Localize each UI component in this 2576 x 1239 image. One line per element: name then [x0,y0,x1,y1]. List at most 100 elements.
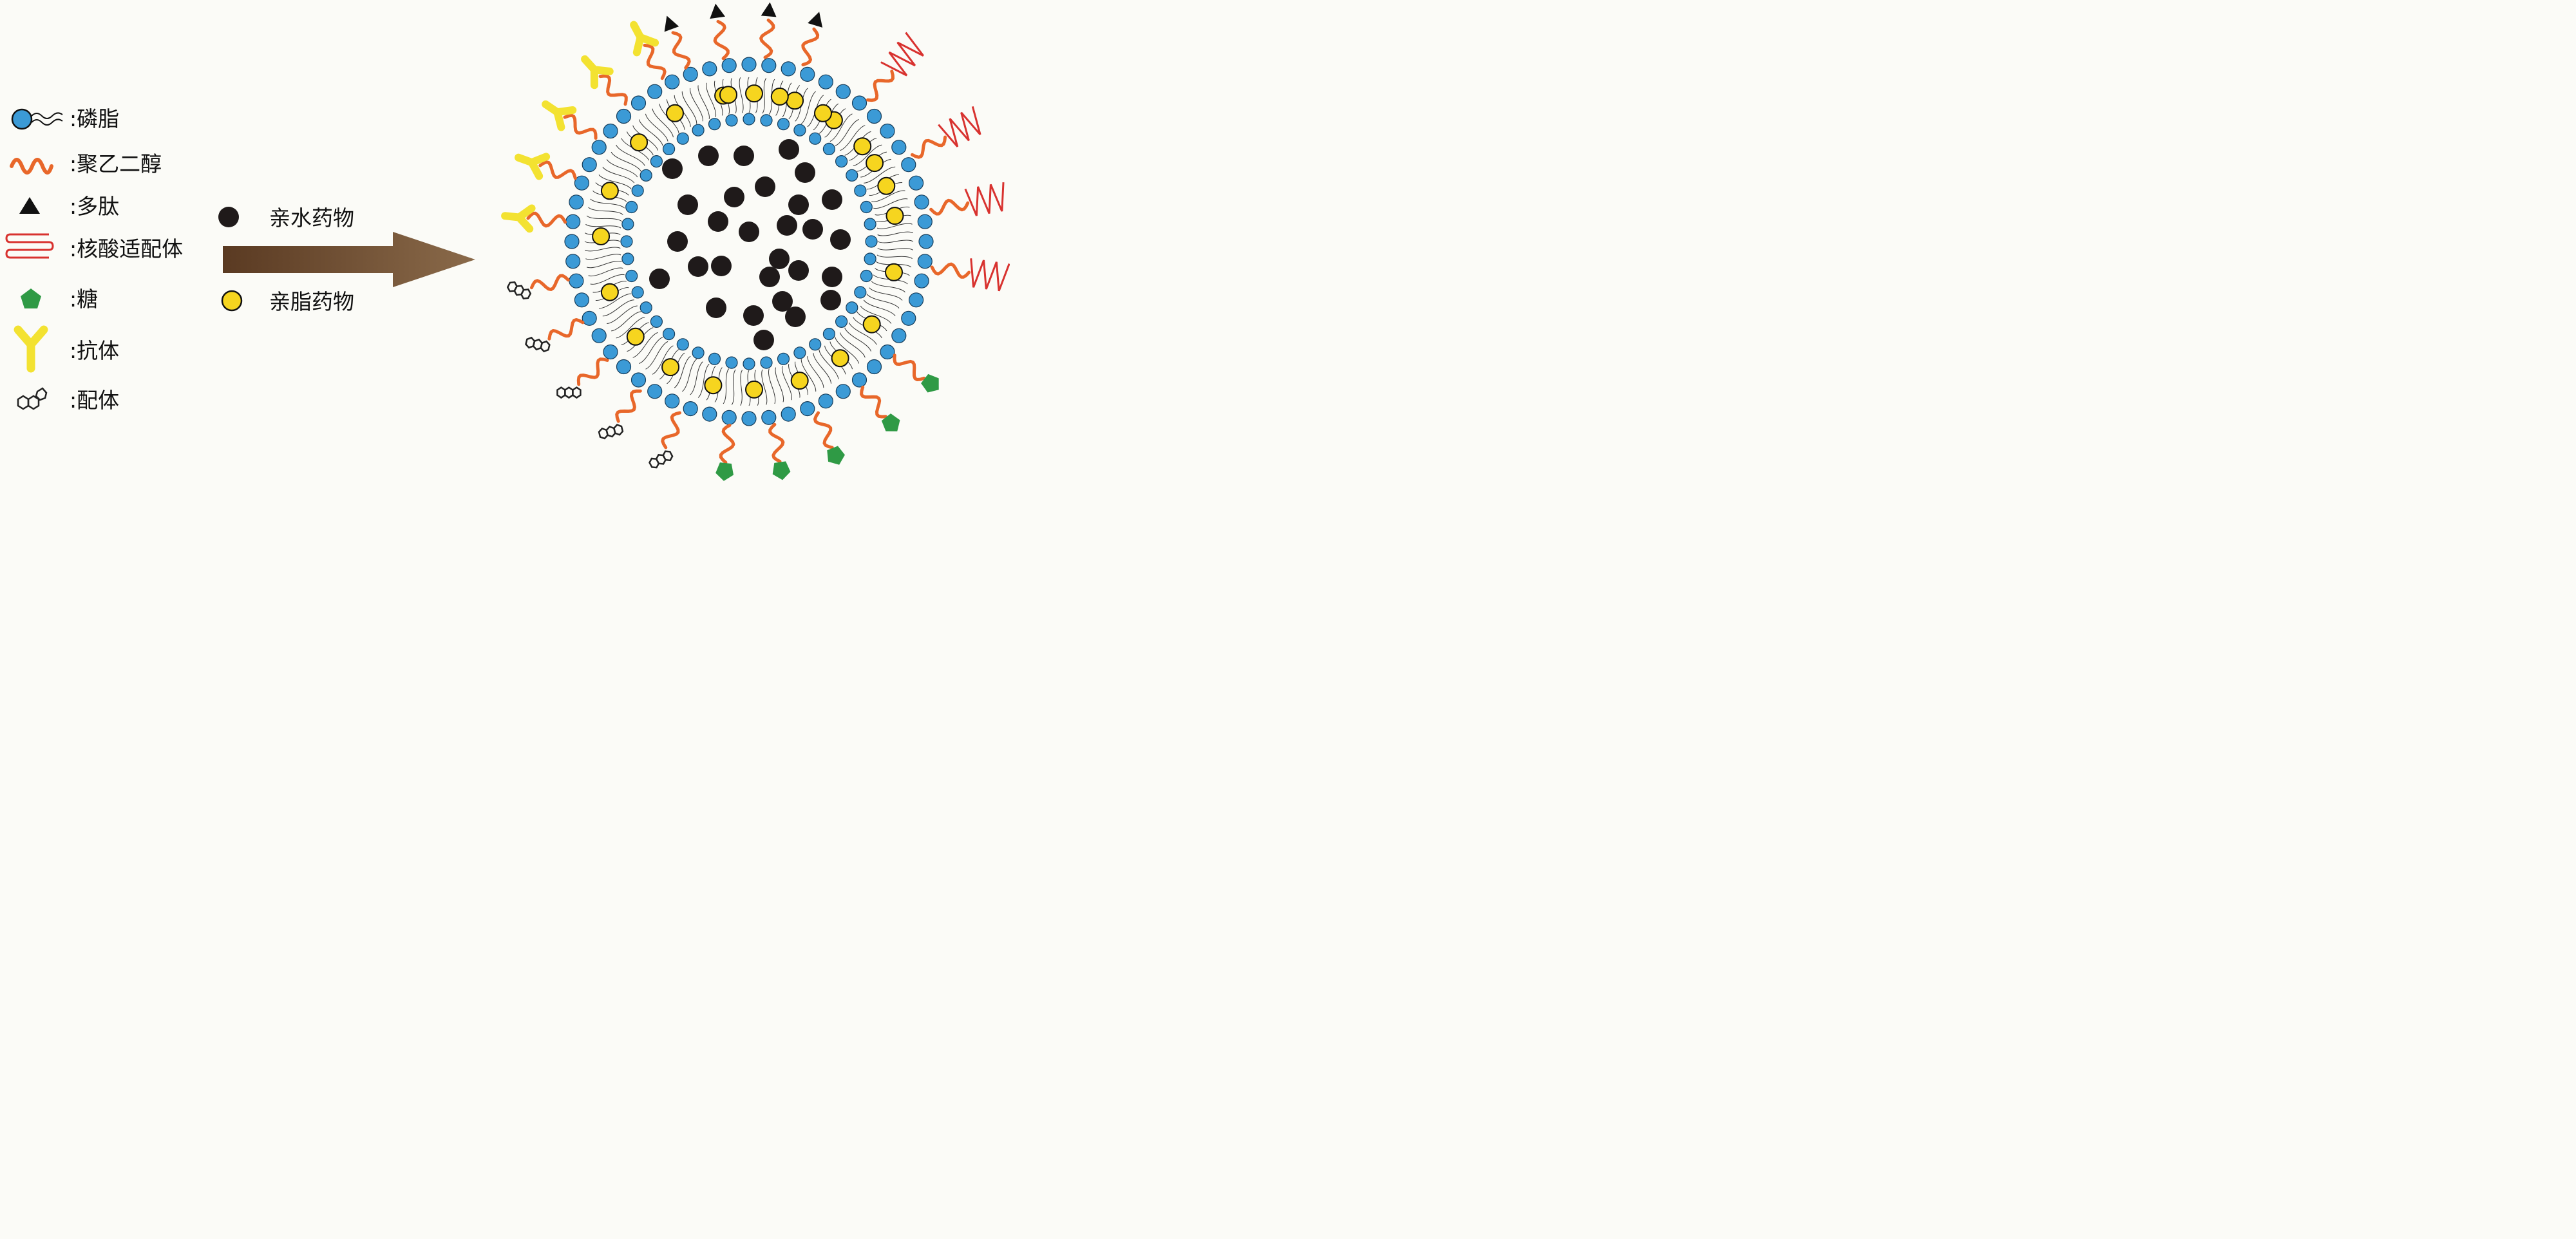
hydrophilic-drug [698,146,719,166]
peg-chain [801,27,820,66]
phospholipid-head [650,155,663,168]
phospholipid-head [866,359,882,375]
phospholipid-head [818,74,833,90]
legend-peptide-label: :多肽 [70,194,119,219]
phospholipid-head [676,132,689,145]
sugar-icon [21,288,41,308]
phospholipid-head [565,214,581,229]
lipophilic-drug [719,86,737,104]
phospholipid-head [809,132,822,145]
lipid-tail [807,356,824,388]
lipid-tail [853,144,882,166]
liposome-diagram: :磷脂 :聚乙二醇 :多肽 :核酸适配体 :糖 :抗体 :配体 亲水药物 亲脂药… [5,2,1010,481]
antibody-marker [515,153,551,180]
phospholipid-head [854,184,867,197]
lipophilic-drug [877,176,896,195]
phospholipid-head [620,235,633,248]
phospholipid-head [603,123,618,139]
phospholipid-head [880,344,895,360]
lipophilic-drug-label: 亲脂药物 [269,289,354,314]
phospholipid-head [880,123,895,139]
phospholipid-head [777,352,790,365]
antibody-marker [542,100,577,131]
phospholipid-head [639,169,652,182]
lipophilic-drug [745,380,763,399]
phospholipid-head [822,142,836,155]
phospholipid-head [603,344,618,360]
phospholipid-icon [11,108,63,130]
ligand-ring [556,386,566,399]
phospholipid-head [760,356,773,369]
phospholipid-head [702,406,717,422]
phospholipid-head [591,328,607,343]
peg-chain [563,113,598,140]
sugar-marker [772,461,791,480]
lipid-tail [586,260,622,269]
hydrophilic-drug [777,215,797,236]
hydrophilic-drug [820,290,841,310]
lipid-tail [602,166,635,184]
lipid-tail [706,82,717,117]
antibody-icon [14,325,48,373]
phospholipid-head [891,140,907,155]
phospholipid-head [708,118,721,131]
lipid-tail [739,77,744,113]
lipophilic-drug [600,283,619,301]
phospholipid-head [851,95,867,111]
lipophilic-drug [831,349,849,368]
ligand-ring [572,386,582,399]
hydrophilic-drug [734,146,754,166]
hydrophilic-drug [779,139,799,160]
lipid-tail [697,363,710,398]
phospholipid-head [917,214,933,229]
lipid-tail [877,248,913,251]
lipid-tail [864,166,896,184]
phospholipid-head [574,175,590,191]
ligand-marker [649,450,674,469]
phospholipid-head [676,338,689,351]
phospholipid-head [625,269,638,283]
phospholipid-head [564,234,580,249]
phospholipid-head [851,372,867,388]
hydrophilic-drug [743,305,764,326]
phospholipid-head [846,301,858,314]
legend-phospholipid-label: :磷脂 [70,106,119,131]
lipid-tail [813,353,832,384]
phospholipid-head [665,74,680,90]
phospholipid-head [621,218,634,231]
lipid-tail [645,113,668,142]
phospholipid-head [639,301,652,314]
phospholipid-head [908,292,924,308]
legend-aptamer-label: :核酸适配体 [70,236,183,261]
phospholipid-head [631,184,644,197]
ligand-icon [17,387,48,410]
hydrophilic-drug [662,158,683,179]
lipophilic-drug-icon [221,290,243,312]
legend: :磷脂 :聚乙二醇 :多肽 :核酸适配体 :糖 :抗体 :配体 [5,106,183,413]
aptamer-marker [938,106,981,147]
phospholipid-head [616,359,632,375]
lipophilic-drug [853,137,872,156]
legend-ligand-label: :配体 [70,388,119,413]
ligand-marker [598,424,624,440]
phospholipid-head [761,58,777,73]
hydrophilic-drug [772,291,793,312]
phospholipid-head [725,356,738,369]
phospholipid-head [901,310,916,326]
phospholipid-head [631,286,644,299]
lipophilic-drug [885,263,903,281]
phospholipid-head [865,235,878,248]
hydrophilic-drug [830,229,851,250]
phospholipid-head [743,357,755,370]
phospholipid-head [777,118,790,131]
phospholipid-head [569,273,584,288]
peptide-marker [808,12,823,28]
lipid-tail [652,345,674,375]
phospholipid-head [721,58,737,73]
lipid-tail [835,119,859,146]
lipid-tail [876,223,913,229]
peptide-marker [710,3,725,19]
hydrophilic-drug [711,256,732,276]
lipophilic-drug [786,91,804,110]
hydrophilic-drug-label: 亲水药物 [269,205,354,231]
